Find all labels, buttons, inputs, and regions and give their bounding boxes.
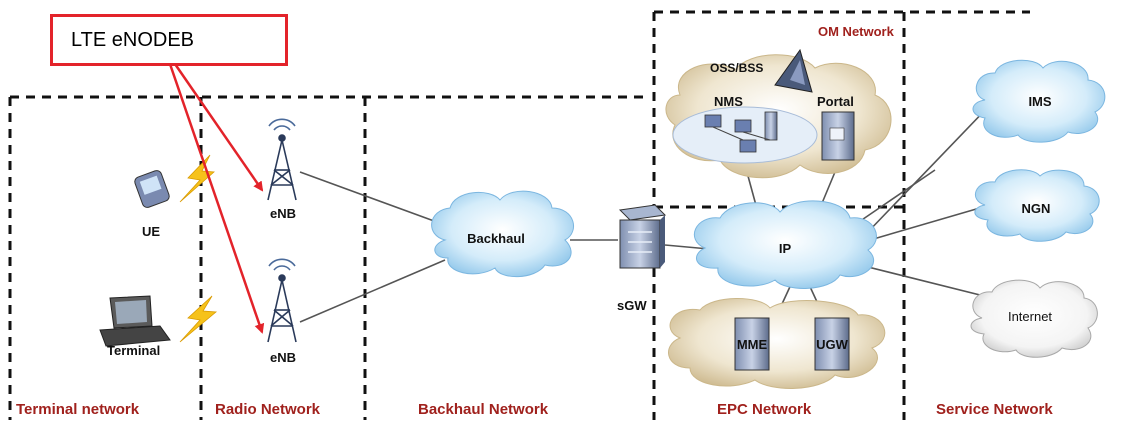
nms-label: NMS [714, 94, 743, 109]
portal-server-icon [821, 111, 855, 161]
internet-label: Internet [1008, 309, 1052, 324]
backhaul-label: Backhaul [467, 231, 525, 246]
backhaul-network-label: Backhaul Network [418, 401, 549, 418]
enb-tower-icon-1 [267, 118, 297, 201]
ue-label: UE [142, 224, 160, 239]
section-labels: Terminal network Radio Network Backhaul … [16, 401, 1053, 418]
sgw-switch-icon [618, 204, 667, 269]
epc-network-label: EPC Network [717, 401, 812, 418]
nms-computers [704, 111, 778, 153]
ugw-server-icon: UGW [814, 317, 850, 371]
enb-tower-icon-2 [267, 258, 297, 343]
ip-cloud: IP [693, 200, 877, 289]
enb-label-2: eNB [270, 350, 296, 365]
lte-enodeb-callout: LTE eNODEB [50, 14, 288, 66]
mme-label: MME [737, 337, 768, 352]
terminal-network-label: Terminal network [16, 401, 140, 418]
ims-label: IMS [1028, 94, 1051, 109]
ngn-cloud: NGN [974, 169, 1100, 242]
oss-bss-icon [774, 48, 813, 93]
terminal-label: Terminal [107, 343, 160, 358]
ip-label: IP [779, 241, 792, 256]
portal-label: Portal [817, 94, 854, 109]
oss-bss-label: OSS/BSS [710, 61, 763, 75]
core-cloud [668, 298, 886, 389]
backhaul-cloud: Backhaul [431, 190, 574, 278]
ngn-label: NGN [1022, 201, 1051, 216]
section-frames [8, 10, 1030, 420]
ue-pda-icon [134, 170, 170, 208]
lightning-icon-2 [179, 295, 218, 343]
callout-label: LTE eNODEB [71, 28, 194, 51]
lightning-icon-1 [179, 154, 215, 203]
callout-arrows [168, 63, 265, 334]
enb-label-1: eNB [270, 206, 296, 221]
ugw-label: UGW [816, 337, 849, 352]
om-cloud [665, 54, 892, 179]
laptop-icon [99, 295, 171, 347]
mme-server-icon: MME [734, 317, 770, 371]
ims-cloud: IMS [972, 59, 1106, 143]
om-network-label: OM Network [818, 24, 895, 39]
sgw-label: sGW [617, 298, 647, 313]
internet-cloud: Internet [970, 279, 1098, 358]
radio-network-label: Radio Network [215, 401, 321, 418]
service-network-label: Service Network [936, 401, 1053, 418]
